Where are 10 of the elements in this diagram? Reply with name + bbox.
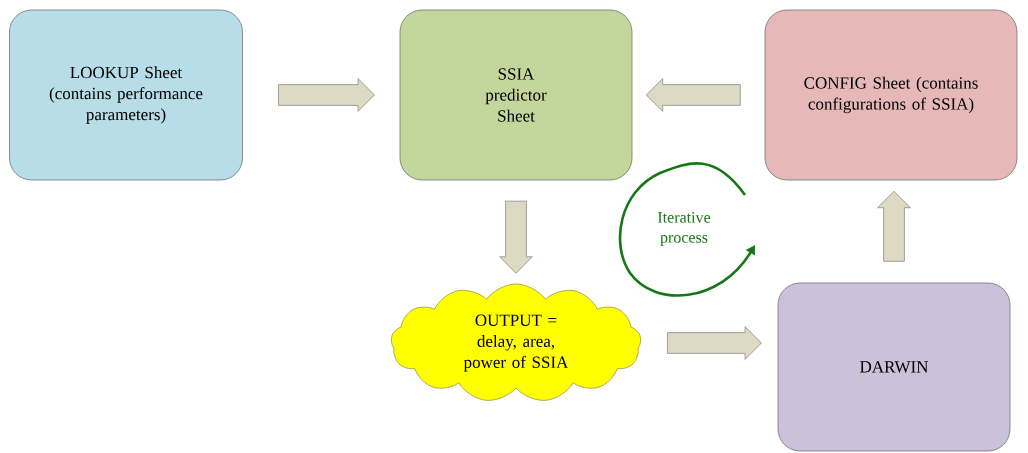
process-box: DARWIN (777, 282, 1011, 452)
block-arrow (877, 190, 911, 262)
process-box: CONFIG Sheet (contains configurations of SSIA) (764, 9, 1018, 181)
process-box: LOOKUP Sheet (contains performance parameters) (9, 9, 243, 181)
block-arrow (667, 326, 762, 360)
process-box: SSIA predictor Sheet (399, 9, 633, 181)
block-arrow (499, 200, 533, 274)
block-arrow (278, 78, 375, 112)
block-arrow (645, 78, 741, 112)
cycle-label: Iterative process (657, 212, 711, 246)
